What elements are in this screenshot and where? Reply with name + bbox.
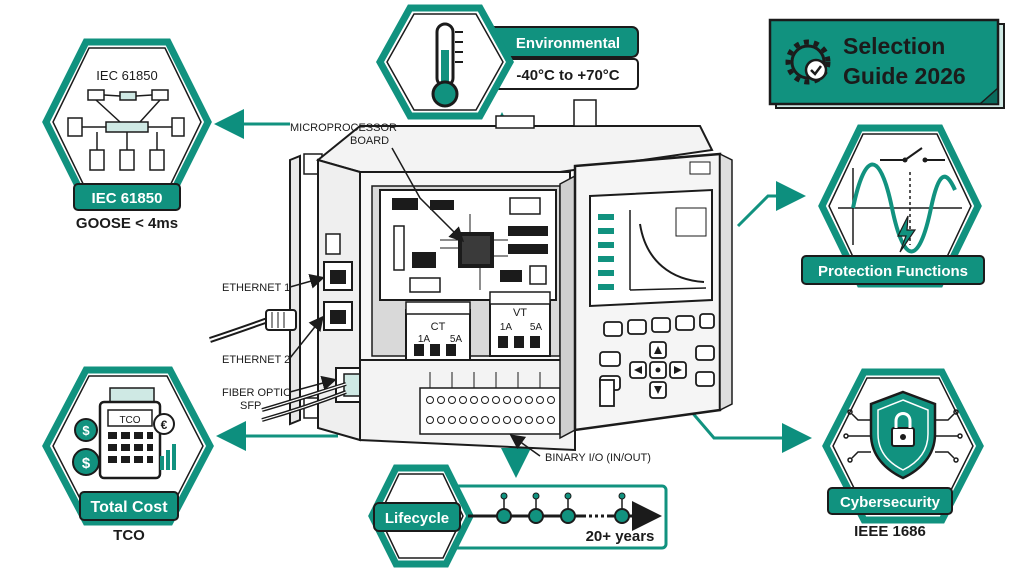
binary-io-terminal-strip: [359, 359, 576, 452]
cybersecurity-node: Cybersecurity IEEE 1686: [688, 368, 984, 540]
svg-text:$: $: [82, 455, 91, 472]
lifecycle-node: Lifecycle 20+ years: [368, 432, 668, 568]
ieee-label: IEEE 1686: [854, 523, 926, 540]
vt-1a-label: 1A: [500, 322, 513, 333]
vt-5a-label: 5A: [530, 322, 543, 333]
total-cost-label: Total Cost: [90, 499, 168, 516]
protection-functions-node: Protection Functions: [736, 124, 985, 288]
calculator-coins-icon: TCO $ $ €: [72, 387, 176, 480]
lifecycle-years: 20+ years: [586, 528, 655, 545]
sine-wave-breaker-icon: [838, 147, 962, 254]
network-topology-icon: [67, 89, 185, 171]
fiber-callout-line2: SFP: [240, 400, 261, 412]
calculator-display: TCO: [119, 415, 140, 426]
banner-line2: Guide 2026: [843, 63, 966, 89]
ethernet-ports: [323, 233, 353, 331]
timeline-icon: [468, 492, 662, 531]
protection-label: Protection Functions: [818, 263, 968, 280]
svg-text:€: €: [161, 418, 168, 432]
ethernet-cable: [209, 309, 297, 343]
lcd-display: [589, 188, 713, 308]
vt-terminal-block: VT 1A 5A: [489, 291, 551, 357]
ct-5a-label: 5A: [450, 334, 463, 345]
shield-lock-icon: [843, 390, 963, 480]
gear-check-icon: [785, 39, 831, 85]
protection-relay-device: CT 1A 5A VT 1A 5A: [209, 99, 733, 452]
binary-io-callout: BINARY I/O (IN/OUT): [545, 452, 651, 464]
environmental-node: Environmental -40°C to +70°C: [375, 4, 639, 142]
microprocessor-callout-line2: BOARD: [350, 135, 389, 147]
tco-label: TCO: [113, 527, 145, 544]
thermometer-icon: [431, 22, 463, 108]
iec-badge: IEC 61850: [92, 190, 163, 207]
cyber-label: Cybersecurity: [840, 494, 941, 511]
environmental-range: -40°C to +70°C: [516, 67, 619, 84]
front-hmi-panel: [559, 152, 733, 440]
ct-terminal-block: CT 1A 5A: [405, 301, 471, 361]
vt-label: VT: [513, 307, 527, 319]
svg-text:$: $: [82, 423, 90, 438]
microprocessor-callout-line1: MICROPROCESSOR: [290, 122, 397, 134]
microprocessor-board: [379, 189, 557, 301]
ethernet2-callout: ETHERNET 2: [222, 354, 290, 366]
iec-top-label: IEC 61850: [96, 68, 157, 83]
lifecycle-label: Lifecycle: [385, 510, 449, 527]
iec61850-node: IEC 61850 IEC 61850 GOOSE < 4ms: [42, 38, 290, 232]
goose-label: GOOSE < 4ms: [76, 215, 178, 232]
ct-1a-label: 1A: [418, 334, 431, 345]
callouts: MICROPROCESSOR BOARD ETHERNET 1 ETHERNET…: [222, 122, 651, 464]
ethernet1-callout: ETHERNET 1: [222, 282, 290, 294]
environmental-label: Environmental: [516, 35, 620, 52]
selection-guide-banner: Selection Guide 2026: [768, 18, 1005, 109]
fiber-callout-line1: FIBER OPTIC: [222, 387, 291, 399]
total-cost-node: TCO $ $ € Total Cost TCO: [42, 366, 338, 544]
fiber-optic-sfp: [261, 367, 377, 422]
banner-line1: Selection: [843, 33, 945, 59]
ct-label: CT: [431, 321, 446, 333]
